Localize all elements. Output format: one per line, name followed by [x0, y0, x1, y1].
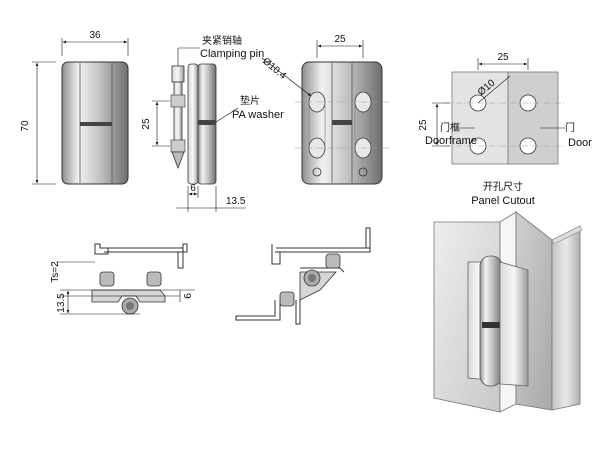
side-leaf-dim: 6 [190, 183, 196, 194]
side-view: 夹紧销轴 Clamping pin 垫片 PA washer 25 6 13.5 [141, 34, 284, 212]
section-ts-dim: Ts=2 [50, 261, 61, 283]
hole-pitch-dim: 25 [334, 34, 346, 45]
section-offset-dim: 6 [183, 293, 194, 299]
door-en: Door [568, 137, 592, 149]
side-pitch-dim: 25 [141, 118, 152, 130]
panel-cutout-view: 25 25 Ø10 门框 Doorframe 门 Door 开孔尺寸 Panel… [418, 52, 592, 207]
section-view-open [235, 227, 371, 325]
washer-en: PA washer [232, 109, 284, 121]
side-depth-dim: 13.5 [226, 196, 246, 207]
cutout-pitch-h-dim: 25 [497, 52, 509, 63]
hinge-3d-view [433, 211, 583, 413]
clamping-pin-cn: 夹紧销轴 [202, 34, 242, 47]
cutout-title-en: Panel Cutout [471, 195, 535, 207]
section-depth-dim: 13.5 [56, 293, 67, 313]
front-height-dim: 70 [20, 120, 31, 132]
cutout-pitch-v-dim: 25 [418, 119, 429, 131]
cutout-title-cn: 开孔尺寸 [483, 180, 523, 193]
clamping-pin-en: Clamping pin [200, 48, 264, 60]
door-cn: 门 [565, 121, 575, 134]
front-width-dim: 36 [89, 30, 101, 41]
section-view-closed: 13.5 Ts=2 6 [50, 243, 195, 315]
front-view: 36 70 [20, 30, 129, 185]
doorframe-en: Doorframe [425, 135, 477, 147]
doorframe-cn: 门框 [440, 121, 460, 134]
washer-cn: 垫片 [240, 94, 260, 107]
hole-diameter-dim: Ø10.4 [260, 56, 288, 82]
